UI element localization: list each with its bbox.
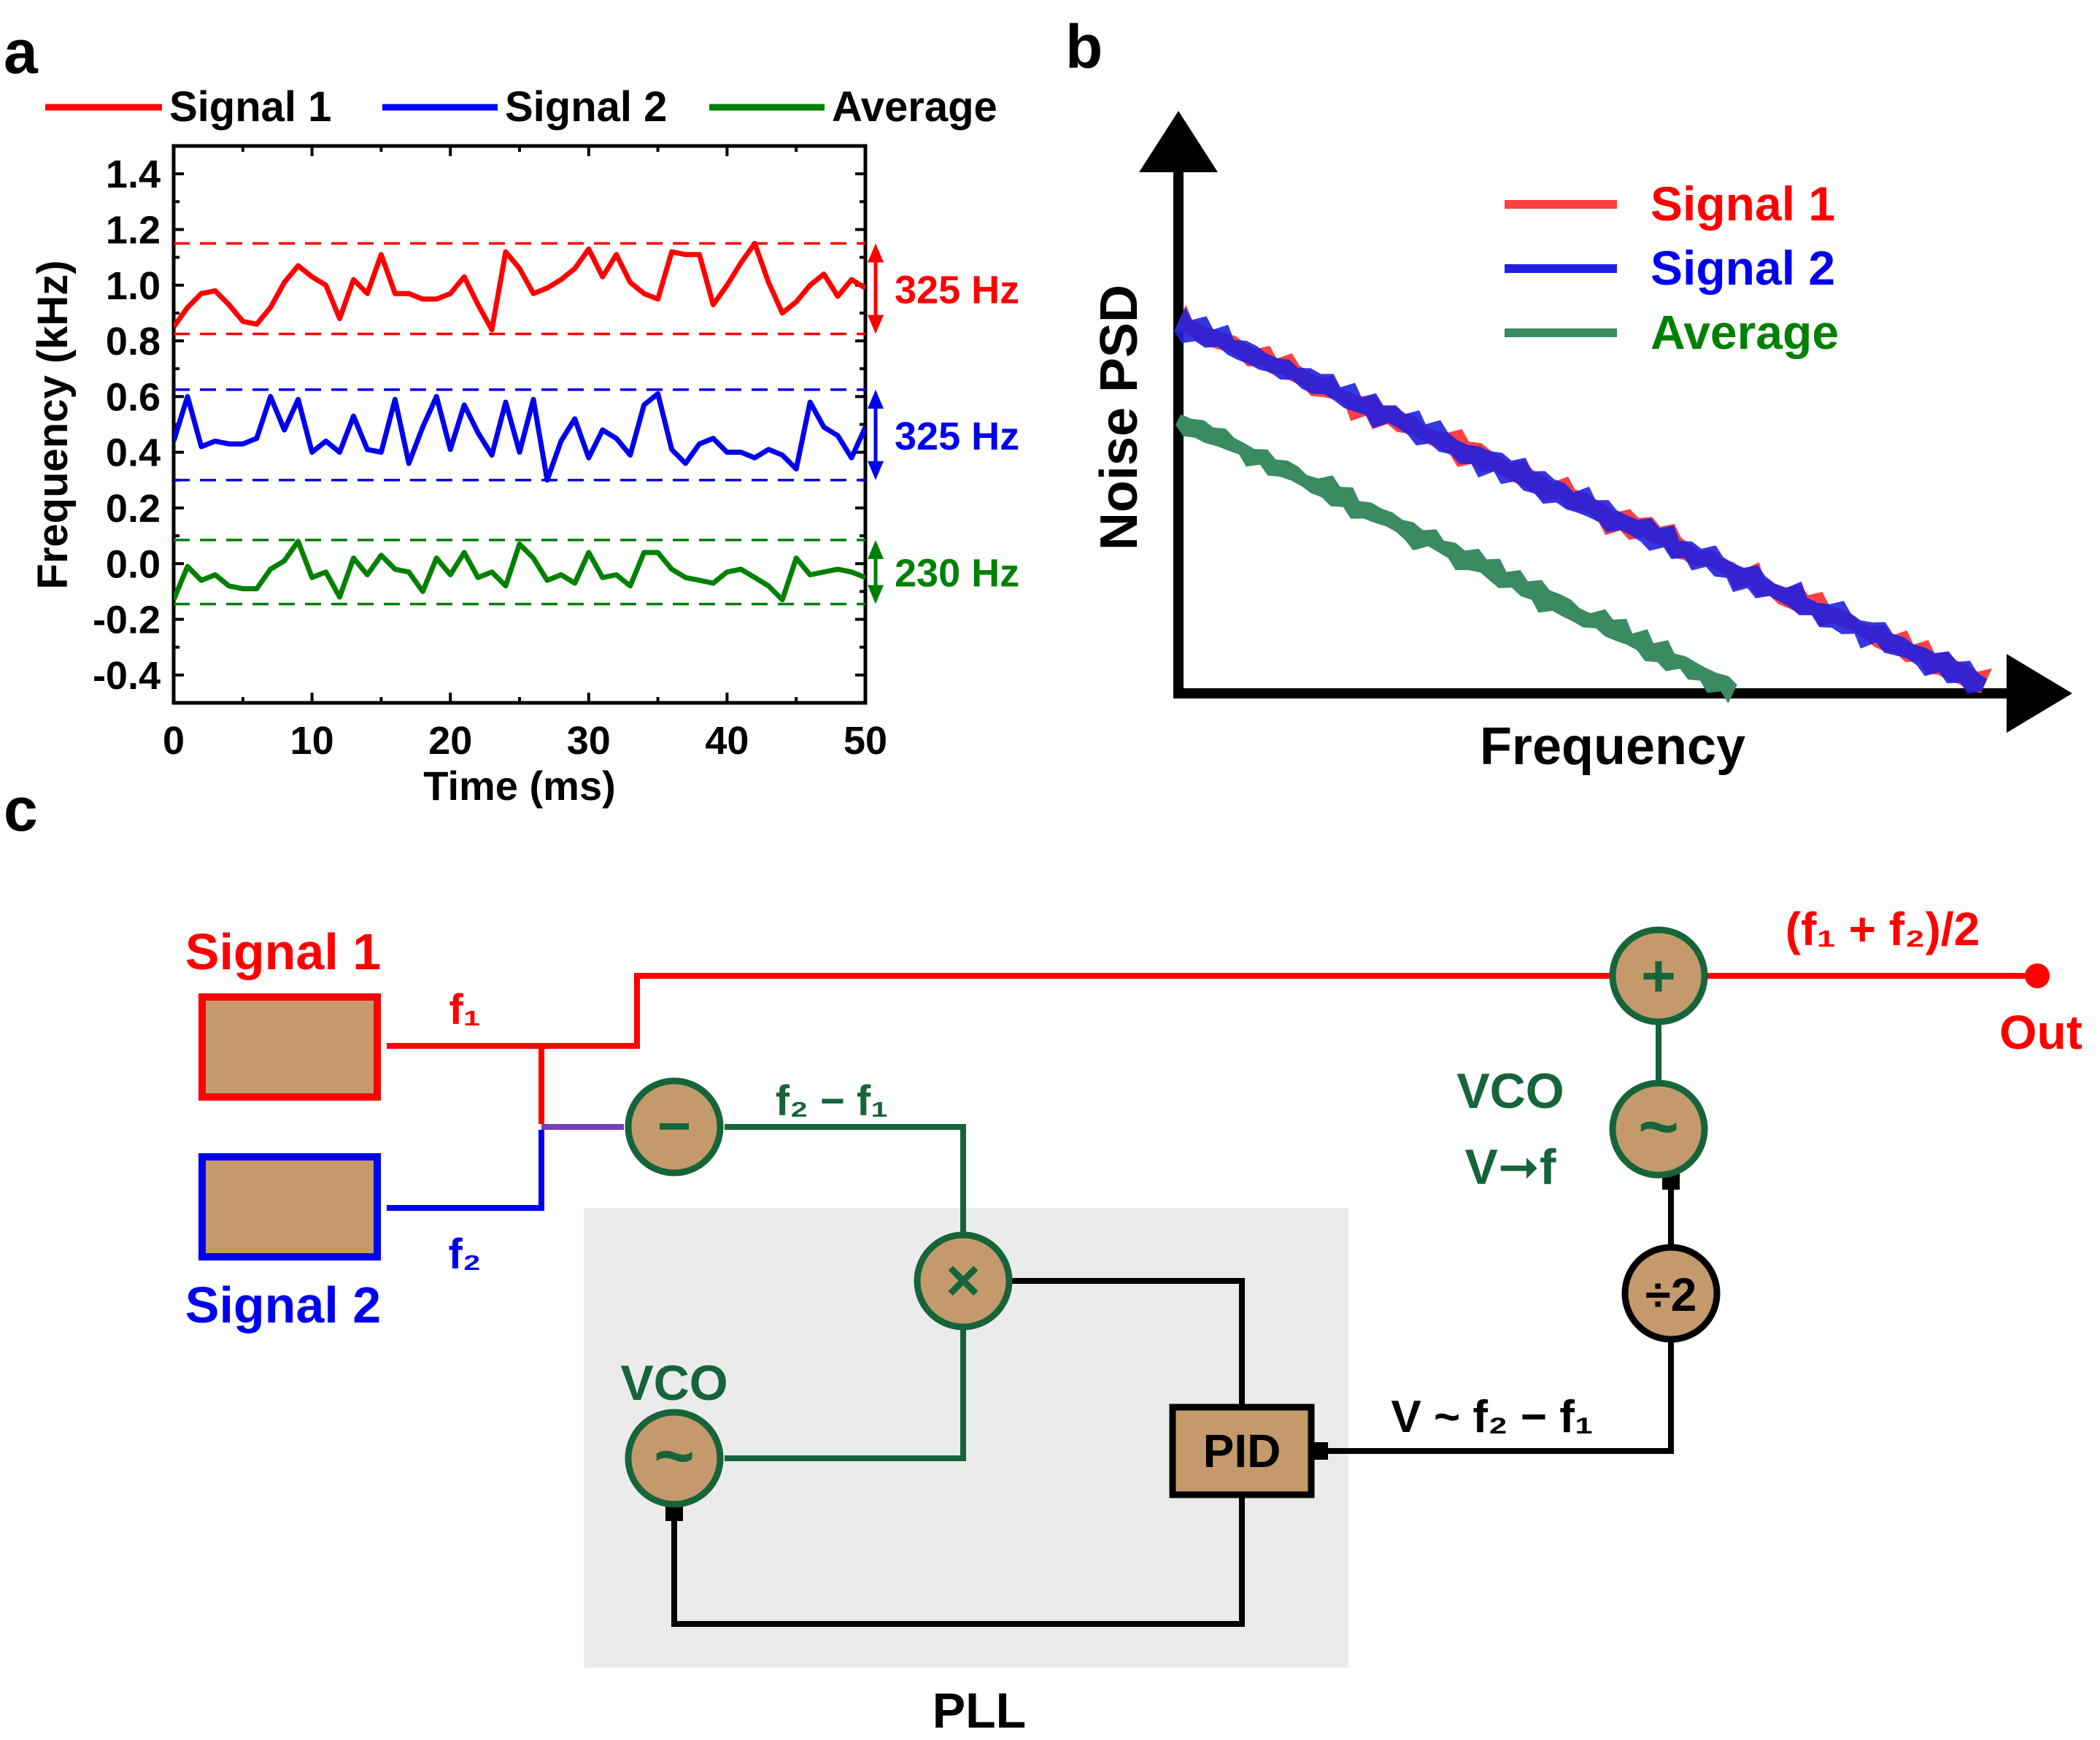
psd-signal2-band xyxy=(1174,307,1988,694)
f1-label: f₁ xyxy=(449,986,480,1033)
wire-pid-to-divider xyxy=(1321,1337,1674,1454)
y-tick-label: 0.4 xyxy=(106,431,161,475)
panel-c-label: c xyxy=(4,775,38,844)
panel-a-series xyxy=(174,241,865,603)
divide-by-two-label: ÷2 xyxy=(1645,1269,1697,1321)
b-legend-label-signal2: Signal 2 xyxy=(1651,241,1835,295)
plus-icon: + xyxy=(1641,943,1676,1009)
series-line-signal2 xyxy=(174,391,865,483)
x-tick-label: 10 xyxy=(290,719,334,763)
vco-out-node[interactable] xyxy=(1609,1079,1708,1179)
range-arrowhead-up-signal1 xyxy=(868,243,884,263)
output-formula: (f₁ + f₂)/2 xyxy=(1786,903,1980,955)
range-arrowhead-up-average xyxy=(868,539,884,559)
wire-signal2 xyxy=(387,1130,544,1211)
panel-b-y-arrowhead xyxy=(1139,111,1218,172)
y-tick-label: 1.0 xyxy=(106,264,161,308)
legend-label-signal1: Signal 1 xyxy=(169,83,331,131)
panel-b-xlabel: Frequency xyxy=(1480,717,1745,776)
range-arrowhead-up-signal2 xyxy=(868,389,884,409)
f2-label: f₂ xyxy=(448,1231,481,1278)
vco-out-sublabel: V➞f xyxy=(1465,1139,1556,1195)
multiply-icon: × xyxy=(946,1247,981,1314)
summer-node[interactable] xyxy=(1609,926,1708,1025)
wire-vco-to-mixer xyxy=(725,1327,966,1461)
wire-mixer-to-pid xyxy=(1009,1278,1245,1407)
series-line-average xyxy=(174,539,865,603)
sine-wave-icon: ~ xyxy=(654,1417,695,1495)
x-tick-label: 50 xyxy=(844,719,887,763)
pid-controller-block[interactable] xyxy=(1169,1404,1315,1498)
y-tick-label: 0.8 xyxy=(106,320,161,363)
series-line-signal1 xyxy=(174,241,865,333)
vco-out-label: VCO xyxy=(1456,1063,1564,1119)
panel-a-ticks: 0 10 20 30 40 50 -0.4 -0.2 0.0 0.2 0.4 0.6 0.8 1.0 1.2… xyxy=(93,146,887,763)
panel-a-plot-frame xyxy=(171,144,868,705)
difference-label: f₂ − f₁ xyxy=(776,1077,889,1125)
output-terminal[interactable] xyxy=(2025,963,2050,988)
signal2-label: Signal 2 xyxy=(185,1277,381,1333)
legend-label-signal2: Signal 2 xyxy=(505,83,667,131)
minus-icon: − xyxy=(657,1093,692,1158)
range-arrowhead-down-average xyxy=(868,585,884,604)
panel-a-ylabel: Frequency (kHz) xyxy=(29,260,77,589)
range-label-signal2: 325 Hz xyxy=(895,415,1019,458)
panel-a-xlabel: Time (ms) xyxy=(423,763,615,809)
psd-average-band xyxy=(1176,414,1737,704)
panel-a-legend: Signal 1 Signal 2 Average xyxy=(45,83,997,131)
x-tick-label: 40 xyxy=(705,719,749,763)
signal1-source-block[interactable] xyxy=(198,993,381,1101)
x-tick-label: 30 xyxy=(567,719,611,763)
out-label: Out xyxy=(1999,1005,2082,1059)
panel-a-range-bands xyxy=(174,242,865,606)
y-tick-label: -0.4 xyxy=(93,654,161,698)
panel-b-x-arrowhead xyxy=(2007,654,2072,733)
panel-b-ylabel: Noise PSD xyxy=(1090,285,1149,550)
y-tick-label: -0.2 xyxy=(93,598,161,642)
range-label-signal1: 325 Hz xyxy=(895,269,1019,312)
wire-difference xyxy=(725,1124,966,1235)
wire-pid-feedback xyxy=(671,1495,1245,1627)
pid-input-port xyxy=(1312,1442,1328,1460)
pid-label: PID xyxy=(1203,1425,1281,1477)
voltage-label: V ~ f₂ − f₁ xyxy=(1391,1392,1593,1442)
x-tick-label: 20 xyxy=(428,719,472,763)
y-tick-label: 1.2 xyxy=(106,208,161,252)
wire-signal1 xyxy=(387,973,1613,1049)
panel-b-label: b xyxy=(1065,12,1103,81)
divide-by-two-node[interactable] xyxy=(1621,1244,1721,1343)
panel-b-legend: Signal 1 Signal 2 Average xyxy=(1505,177,1839,359)
panel-b-series xyxy=(1174,304,1992,704)
y-tick-label: 0.2 xyxy=(106,487,161,531)
panel-a-range-arrows: 325 Hz 325 Hz 230 Hz xyxy=(868,243,1019,604)
y-tick-label: 1.4 xyxy=(106,153,161,196)
b-legend-label-average: Average xyxy=(1651,305,1839,359)
signal2-source-block[interactable] xyxy=(198,1153,381,1260)
panel-a-label: a xyxy=(4,18,39,86)
range-arrowhead-down-signal1 xyxy=(868,315,884,334)
b-legend-label-signal1: Signal 1 xyxy=(1651,177,1835,231)
range-label-average: 230 Hz xyxy=(895,552,1019,596)
circuit-wires xyxy=(387,973,2036,1627)
vco-pll-label: VCO xyxy=(620,1355,727,1411)
mixer-node[interactable] xyxy=(914,1231,1013,1331)
range-arrowhead-down-signal2 xyxy=(868,461,884,480)
subtractor-node[interactable] xyxy=(625,1077,724,1177)
x-tick-label: 0 xyxy=(163,719,185,763)
sine-wave-icon: ~ xyxy=(1638,1088,1679,1166)
y-tick-label: 0.0 xyxy=(106,542,161,586)
vco-pll-node[interactable] xyxy=(625,1409,724,1508)
signal1-label: Signal 1 xyxy=(185,923,381,980)
y-tick-label: 0.6 xyxy=(106,375,161,419)
pll-label: PLL xyxy=(933,1683,1026,1739)
legend-label-average: Average xyxy=(832,83,997,131)
